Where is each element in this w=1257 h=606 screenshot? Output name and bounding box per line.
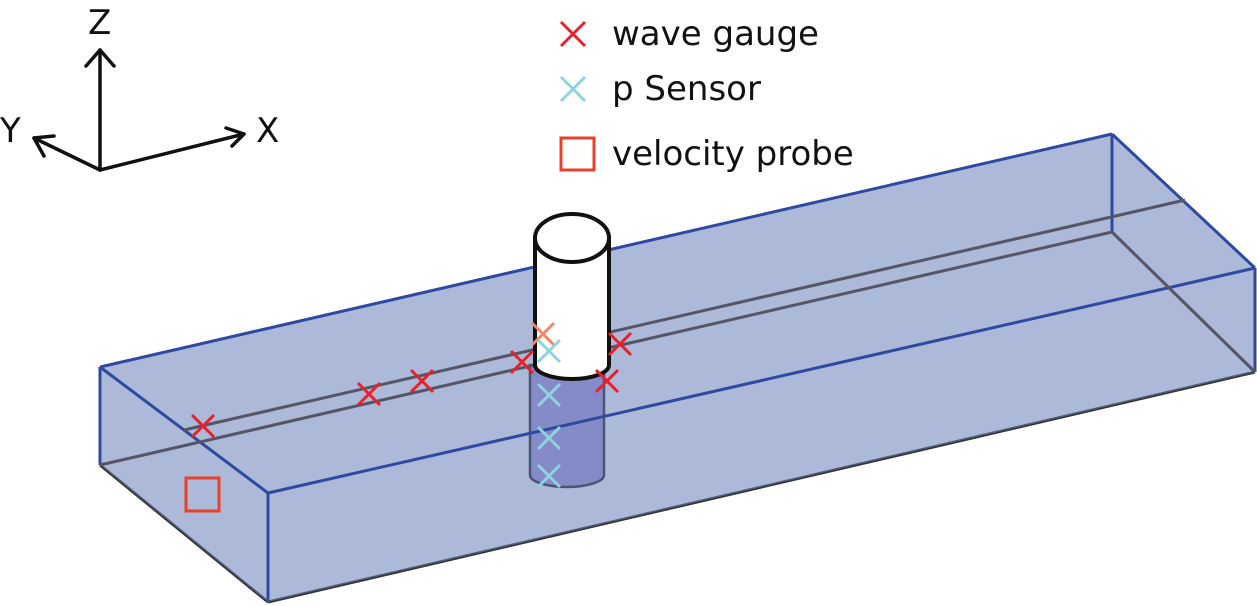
y-axis-arrowhead — [32, 134, 56, 158]
coordinate-axes: Z Y X — [0, 3, 279, 172]
tank-top-face — [100, 134, 1255, 493]
z-axis-label: Z — [88, 3, 111, 43]
pressure-sensor-marker — [536, 382, 562, 408]
tank-end-face — [100, 367, 268, 602]
z-axis-arrowhead — [84, 48, 116, 68]
cylinder-top — [533, 212, 611, 264]
legend-velocity-probe-icon — [559, 136, 596, 172]
legend-p-sensor-icon — [559, 75, 587, 103]
legend-wave-gauge-label: wave gauge — [612, 14, 819, 54]
x-axis-line — [98, 132, 246, 172]
wave-gauge-marker — [509, 349, 535, 375]
y-axis-line — [32, 136, 102, 172]
pressure-sensors — [536, 338, 562, 489]
legend-p-sensor: p Sensor — [559, 69, 761, 109]
wave-gauge-marker — [530, 321, 556, 347]
legend: wave gauge p Sensor velocity probe — [559, 14, 854, 174]
wave-gauge-marker — [356, 381, 382, 407]
velocity-probe-marker — [184, 476, 221, 513]
tank-right-bottom-edge — [1110, 230, 1257, 374]
legend-p-sensor-label: p Sensor — [612, 69, 761, 109]
legend-velocity-probe-label: velocity probe — [612, 134, 854, 174]
wave-gauge-marker — [607, 331, 633, 357]
legend-wave-gauge-icon — [559, 20, 587, 48]
legend-wave-gauge: wave gauge — [559, 14, 819, 54]
pressure-sensor-marker — [536, 338, 562, 364]
pressure-sensor-marker — [536, 425, 562, 451]
pressure-sensor-marker — [536, 463, 562, 489]
x-axis-label: X — [256, 111, 279, 151]
tank-top-front-edge — [267, 266, 1256, 495]
wave-gauge-marker — [409, 368, 435, 394]
tank-front-face — [268, 268, 1255, 602]
wave-gauge-marker — [190, 413, 216, 439]
y-axis-label: Y — [0, 111, 21, 151]
top-centerline — [183, 198, 1186, 432]
tank-body — [100, 134, 1255, 602]
wave-gauges — [190, 321, 633, 439]
x-axis-arrowhead — [224, 126, 246, 148]
legend-velocity-probe: velocity probe — [559, 134, 854, 174]
wave-gauge-marker — [594, 368, 620, 394]
